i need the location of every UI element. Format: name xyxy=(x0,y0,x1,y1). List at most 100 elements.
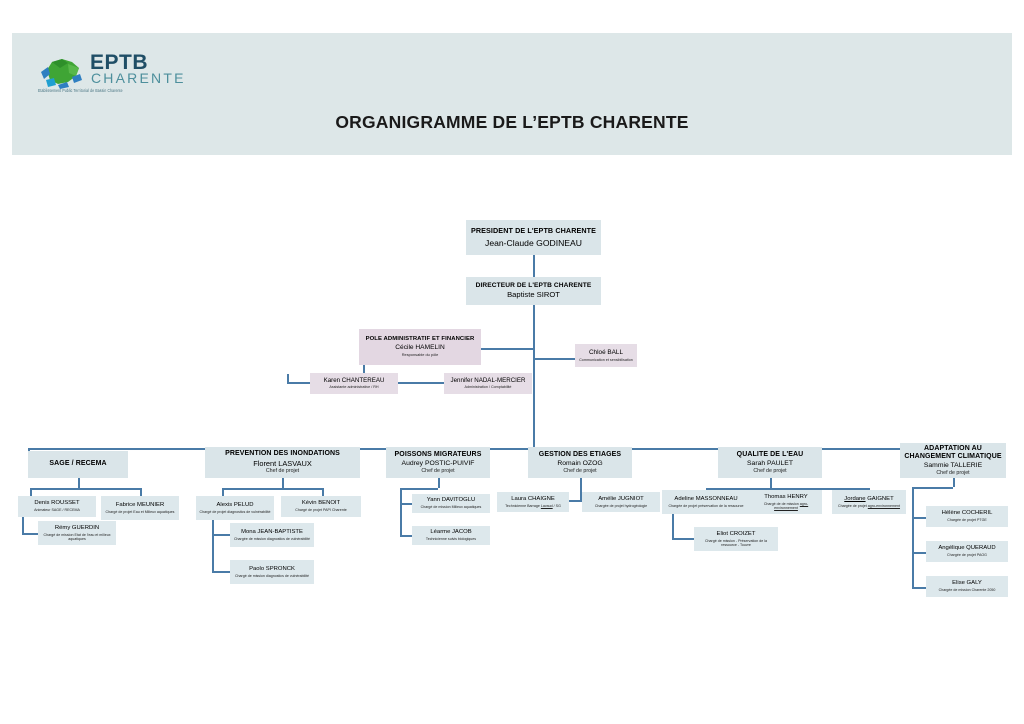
charente-basin-map-icon xyxy=(41,59,82,89)
connector xyxy=(580,478,582,488)
name-link[interactable]: Jordane xyxy=(844,495,866,502)
node-helene-cocheril[interactable]: Hélène COCHERIL Chargée de projet PTGE xyxy=(926,506,1008,527)
connector xyxy=(533,305,535,448)
node-role: QUALITE DE L'EAU xyxy=(736,450,804,458)
eptb-logo: EPTB CHARENTE Etablissement Public Terri… xyxy=(38,52,183,100)
node-subtitle: Technicienne suivis biologiques xyxy=(425,537,477,542)
connector xyxy=(912,552,926,554)
connector xyxy=(287,374,289,383)
node-name: Léarme JACOB xyxy=(430,529,472,536)
node-name: Angélique QUERAUD xyxy=(938,545,996,552)
node-elise-galy[interactable]: Elise GALY Chargée de mission Charente 2… xyxy=(926,576,1008,597)
node-sage-recema[interactable]: SAGE / RECEMA xyxy=(28,451,128,478)
node-subtitle: Chargée de mission diagnostics de vulnér… xyxy=(233,536,311,541)
node-mona-jean-baptiste[interactable]: Mona JEAN-BAPTISTE Chargée de mission di… xyxy=(230,523,314,547)
node-thomas-henry[interactable]: Thomas HENRY Chargé de de mission agro-e… xyxy=(750,490,822,514)
node-subtitle: Chargé de de mission agro-environnement xyxy=(753,502,819,510)
connector xyxy=(912,487,953,489)
node-denis-rousset[interactable]: Denis ROUSSET Animateur SAGE / RECEMA xyxy=(18,496,96,517)
node-learme-jacob[interactable]: Léarme JACOB Technicienne suivis biologi… xyxy=(412,526,490,545)
node-yann-davitoglu[interactable]: Yann DAVITOGLU Chargé de mission Milieux… xyxy=(412,494,490,513)
connector xyxy=(672,538,694,540)
node-subtitle: Chargé de mission diagnostics de vulnéra… xyxy=(234,573,310,578)
node-subtitle: Chargée de projet préservation de la res… xyxy=(668,503,744,508)
node-subtitle: Chef de projet xyxy=(563,468,597,474)
connector xyxy=(400,488,402,536)
connector xyxy=(282,478,284,488)
node-name: Audrey POSTIC-PUIVIF xyxy=(401,459,475,467)
node-subtitle: Assistante administrative / RH xyxy=(329,385,379,390)
node-subtitle: Chargé de projet Eau et Milieux aquatiqu… xyxy=(105,509,175,514)
connector xyxy=(400,488,438,490)
node-pole-administratif[interactable]: POLE ADMINISTRATIF ET FINANCIER Cécile H… xyxy=(359,329,481,365)
node-subtitle: Chargé de mission Etat de l'eau et milie… xyxy=(43,532,111,541)
subtitle-part: Chargé de de mission xyxy=(763,501,800,506)
connector xyxy=(912,487,914,587)
name-part: GAIGNET xyxy=(865,495,894,502)
logo-charente-text: CHARENTE xyxy=(91,70,186,86)
node-poissons-migrateurs[interactable]: POISSONS MIGRATEURS Audrey POSTIC-PUIVIF… xyxy=(386,447,490,478)
node-subtitle: Chargé de projet diagnostics de vulnérab… xyxy=(199,509,271,514)
node-adeline-massonneau[interactable]: Adeline MASSONNEAU Chargée de projet pré… xyxy=(662,490,750,514)
node-subtitle: Chef de projet xyxy=(265,468,300,475)
node-adaptation-changement-climatique[interactable]: ADAPTATION AU CHANGEMENT CLIMATIQUE Samm… xyxy=(900,443,1006,478)
subtitle-link[interactable]: agro-environnement xyxy=(867,503,900,508)
connector xyxy=(222,488,322,490)
node-chloe-ball[interactable]: Chloé BALL Communication et sensibilisat… xyxy=(575,344,637,367)
node-subtitle: Chargée de projet hydrogéologie xyxy=(594,503,648,508)
node-name: Romain OZOG xyxy=(557,459,603,467)
node-name: Alexis PELUD xyxy=(216,501,254,508)
subtitle-part: / SG xyxy=(552,503,561,508)
node-subtitle: Chargée de projet PAOG xyxy=(947,553,987,558)
node-paolo-spronck[interactable]: Paolo SPRONCK Chargé de mission diagnost… xyxy=(230,560,314,584)
node-name: Elise GALY xyxy=(952,580,982,587)
node-name: Cécile HAMELIN xyxy=(395,344,445,352)
node-subtitle: Communication et sensibilisation xyxy=(579,357,633,362)
connector xyxy=(912,587,926,589)
node-eliot-croizet[interactable]: Eliot CROIZET Chargé de mission - Préser… xyxy=(694,527,778,551)
node-subtitle: Chargé de mission - Préservation de la r… xyxy=(704,538,768,547)
node-role: SAGE / RECEMA xyxy=(49,460,107,468)
connector xyxy=(222,488,224,496)
node-fabrice-meunier[interactable]: Fabrice MEUNIER Chargé de projet Eau et … xyxy=(101,496,179,520)
node-laura-chaigne[interactable]: Laura CHAIGNE Technicienne Barrage Lavau… xyxy=(497,492,569,512)
node-alexis-pelud[interactable]: Alexis PELUD Chargé de projet diagnostic… xyxy=(196,496,274,520)
node-name: Jennifer NADAL-MERCIER xyxy=(450,377,526,385)
node-jordane-gaignet[interactable]: Jordane GAIGNET Chargée de projet agro-e… xyxy=(832,490,906,514)
node-role: DIRECTEUR DE L'EPTB CHARENTE xyxy=(475,282,592,290)
subtitle-link[interactable]: Lavaud xyxy=(540,503,553,508)
connector xyxy=(580,488,582,500)
connector xyxy=(140,488,142,496)
node-subtitle: Animateur SAGE / RECEMA xyxy=(34,508,80,513)
node-role: ADAPTATION AU CHANGEMENT CLIMATIQUE xyxy=(904,444,1002,460)
connector xyxy=(212,571,230,573)
node-name: Kévin BENOIT xyxy=(301,500,341,507)
subtitle-link[interactable]: agro-environnement xyxy=(774,501,809,510)
connector xyxy=(22,533,38,535)
node-subtitle: Chef de projet xyxy=(753,468,787,474)
node-subtitle: Responsable du pôle xyxy=(401,352,439,358)
node-remy-guerdin[interactable]: Rémy GUERDIN Chargé de mission Etat de l… xyxy=(38,521,116,545)
connector xyxy=(30,488,32,496)
node-name: Denis ROUSSET xyxy=(34,500,80,507)
node-gestion-etiages[interactable]: GESTION DES ETIAGES Romain OZOG Chef de … xyxy=(528,447,632,478)
connector xyxy=(953,478,955,487)
node-qualite-eau[interactable]: QUALITE DE L'EAU Sarah PAULET Chef de pr… xyxy=(718,447,822,478)
connector xyxy=(22,505,24,533)
node-subtitle: Administration / Comptabilité xyxy=(464,385,512,390)
node-name: Laura CHAIGNE xyxy=(511,495,555,502)
node-angelique-queraud[interactable]: Angélique QUERAUD Chargée de projet PAOG xyxy=(926,541,1008,562)
connector xyxy=(438,478,440,488)
node-directeur[interactable]: DIRECTEUR DE L'EPTB CHARENTE Baptiste SI… xyxy=(466,277,601,305)
connector xyxy=(770,478,772,488)
node-kevin-benoit[interactable]: Kévin BENOIT Chargé de projet PAPI Chare… xyxy=(281,496,361,517)
node-president[interactable]: PRESIDENT DE L'EPTB CHARENTE Jean-Claude… xyxy=(466,220,601,255)
connector xyxy=(533,255,535,277)
node-karen-chantereau[interactable]: Karen CHANTEREAU Assistante administrati… xyxy=(310,373,398,394)
node-prevention-inondations[interactable]: PREVENTION DES INONDATIONS Florent LASVA… xyxy=(205,447,360,478)
node-amelie-jugniot[interactable]: Amélie JUGNIOT Chargée de projet hydrogé… xyxy=(582,492,660,512)
node-name: Chloé BALL xyxy=(588,349,624,357)
node-role: GESTION DES ETIAGES xyxy=(538,450,622,458)
node-jennifer-nadal-mercier[interactable]: Jennifer NADAL-MERCIER Administration / … xyxy=(444,373,532,394)
